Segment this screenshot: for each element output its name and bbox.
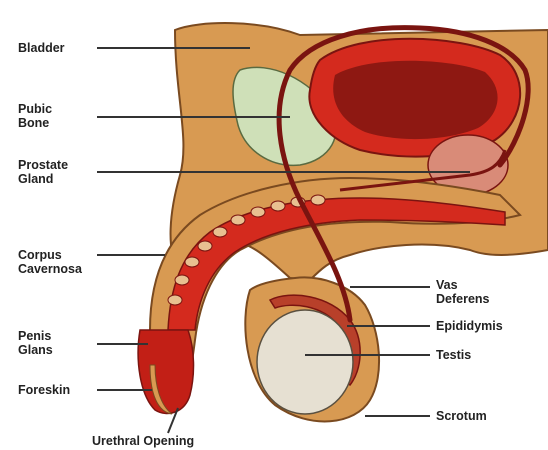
label-penis-glans-line2: Glans (18, 343, 53, 357)
label-pubic-bone: Pubic Bone (18, 102, 52, 130)
label-vas-deferens-line1: Vas (436, 278, 490, 292)
label-vas-deferens: Vas Deferens (436, 278, 490, 306)
testis-shape (257, 310, 353, 414)
label-prostate-gland-line1: Prostate (18, 158, 68, 172)
label-scrotum: Scrotum (436, 409, 487, 423)
label-pubic-bone-line1: Pubic (18, 102, 52, 116)
bladder-inner (333, 61, 497, 139)
label-prostate-gland-line2: Gland (18, 172, 68, 186)
label-epididymis: Epididymis (436, 319, 503, 333)
label-vas-deferens-line2: Deferens (436, 292, 490, 306)
label-corpus-cavernosa-line1: Corpus (18, 248, 82, 262)
label-testis: Testis (436, 348, 471, 362)
glans-shape (138, 330, 193, 414)
label-penis-glans-line1: Penis (18, 329, 53, 343)
label-bladder: Bladder (18, 41, 65, 55)
label-pubic-bone-line2: Bone (18, 116, 52, 130)
label-prostate-gland: Prostate Gland (18, 158, 68, 186)
label-urethral-opening: Urethral Opening (92, 434, 194, 448)
label-foreskin: Foreskin (18, 383, 70, 397)
label-corpus-cavernosa-line2: Cavernosa (18, 262, 82, 276)
label-penis-glans: Penis Glans (18, 329, 53, 357)
label-corpus-cavernosa: Corpus Cavernosa (18, 248, 82, 276)
